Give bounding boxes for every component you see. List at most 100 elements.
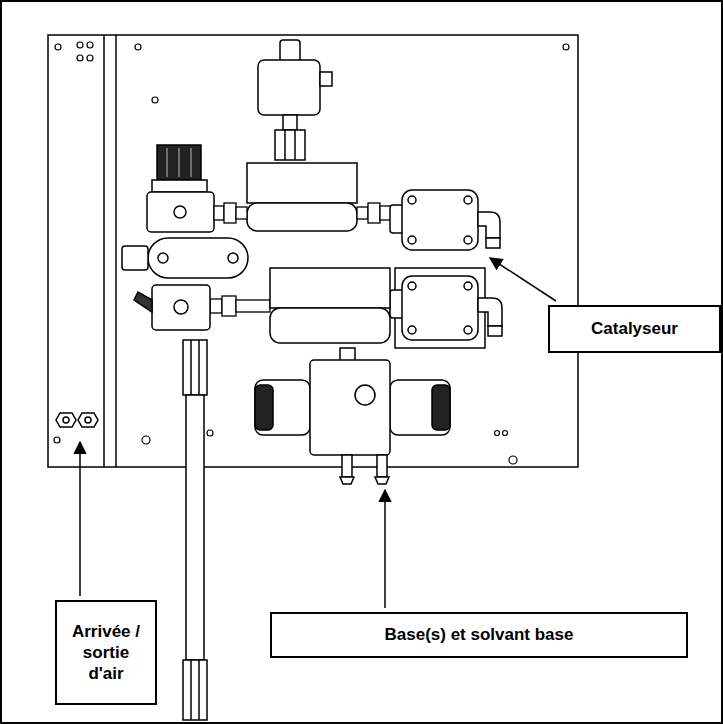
pipe-clamp — [228, 253, 238, 263]
callout-label: Base(s) et solvant base — [385, 624, 574, 645]
top-regulator — [247, 163, 357, 231]
callout-label: Catalyseur — [591, 318, 678, 339]
mounting-hole — [563, 44, 569, 50]
callout-label: Arrivée / sortie d'air — [63, 621, 149, 685]
callout-box: Arrivée / sortie d'air — [55, 600, 157, 705]
top-solenoid — [280, 40, 300, 62]
catalyst-valve — [464, 326, 472, 334]
pump — [255, 348, 450, 484]
lower-left-valve — [174, 300, 188, 314]
mounting-hole — [77, 42, 83, 48]
mounting-plate — [48, 35, 578, 467]
top-left-valve — [152, 180, 207, 192]
pump — [342, 455, 352, 477]
pump — [390, 380, 450, 435]
pump — [255, 385, 273, 430]
pipe-clamp — [158, 253, 168, 263]
mounting-hole — [54, 42, 569, 464]
top-left-valve — [190, 148, 192, 177]
catalyst-valve — [408, 236, 416, 244]
hose — [190, 340, 192, 395]
lower-regulator — [270, 268, 390, 343]
catalyst-valve — [464, 236, 472, 244]
mounting-plate — [115, 35, 117, 467]
top-solenoid — [258, 40, 332, 160]
mounting-hole — [54, 437, 60, 443]
leader-line — [80, 258, 556, 608]
lower-left-valve — [134, 292, 152, 312]
pump — [375, 477, 389, 484]
top-left-valve — [147, 192, 214, 232]
catalyst-valve — [464, 196, 472, 204]
hose — [198, 340, 200, 395]
fitting — [368, 203, 380, 223]
catalyst-valve — [402, 276, 478, 340]
callout-box: Catalyseur — [548, 305, 721, 353]
top-left-valve — [174, 206, 186, 218]
catalyst-valve — [408, 282, 416, 290]
mounting-hole — [207, 430, 213, 436]
mounting-plate — [103, 35, 105, 467]
top-left-valve — [178, 148, 180, 177]
lower-left-valve — [134, 285, 210, 330]
leader-line — [79, 442, 81, 596]
catalyst-valve — [464, 282, 472, 290]
top-solenoid — [258, 60, 320, 115]
hose — [183, 340, 207, 395]
fitting — [236, 300, 270, 312]
fitting — [224, 203, 236, 223]
fitting — [210, 299, 222, 313]
top-left-valve — [157, 145, 201, 180]
air-fitting — [63, 417, 69, 423]
pump — [310, 360, 390, 455]
lower-regulator — [270, 308, 390, 343]
top-regulator — [247, 203, 357, 231]
mounting-hole — [87, 42, 93, 48]
hose — [198, 660, 200, 720]
catalyst-valve — [478, 212, 500, 238]
lower-regulator — [270, 268, 390, 308]
mounting-hole — [509, 456, 517, 464]
mounting-hole — [152, 97, 158, 103]
top-solenoid — [320, 72, 332, 86]
air-fitting — [85, 417, 91, 423]
top-solenoid — [284, 130, 286, 160]
fitting — [222, 296, 236, 316]
catalyst-valve — [486, 238, 500, 248]
catalyst-valve — [402, 190, 478, 250]
catalyst-valve — [408, 326, 416, 334]
top-solenoid — [294, 130, 296, 160]
mounting-hole — [55, 44, 61, 50]
hose — [183, 660, 207, 720]
pump — [432, 385, 450, 430]
mounting-hole — [142, 436, 150, 444]
top-solenoid — [283, 115, 297, 130]
catalyst-valve — [390, 190, 502, 348]
mounting-hole — [495, 431, 500, 436]
leader-line — [384, 490, 386, 608]
air-fitting — [56, 413, 76, 427]
mounting-hole — [87, 55, 93, 61]
mounting-hole — [77, 55, 83, 61]
top-left-valve — [147, 145, 214, 232]
fitting — [357, 207, 368, 219]
pump — [355, 385, 375, 405]
lower-left-valve — [152, 285, 210, 330]
air-fitting — [78, 413, 98, 427]
top-solenoid — [275, 130, 305, 160]
catalyst-valve — [488, 326, 502, 336]
hose — [186, 395, 204, 660]
catalyst-valve — [478, 298, 502, 326]
mounting-hole — [135, 44, 141, 50]
top-left-valve — [166, 148, 168, 177]
fitting — [210, 203, 398, 316]
top-regulator — [247, 163, 357, 203]
mounting-plate — [48, 35, 578, 467]
fitting — [236, 207, 247, 219]
callout-box: Base(s) et solvant base — [270, 612, 688, 658]
air-fitting — [56, 413, 98, 427]
hose — [190, 660, 192, 720]
